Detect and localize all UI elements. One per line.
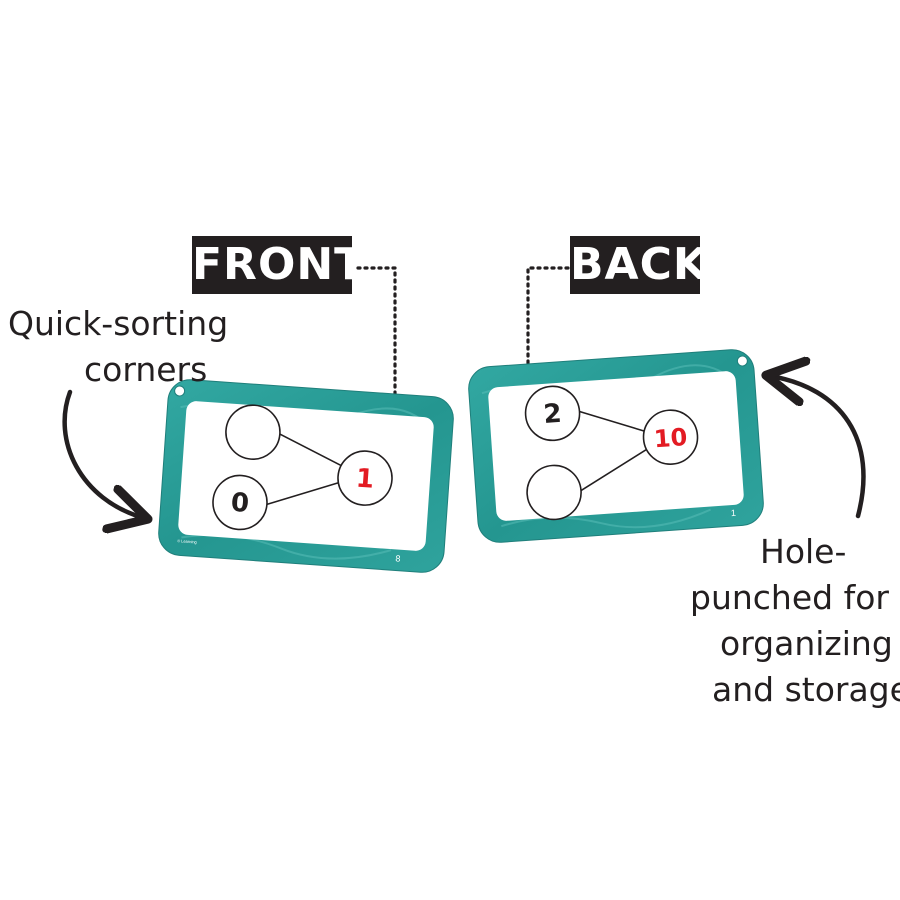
front-card-page-number: 8	[395, 553, 401, 563]
back-bubble-top-value: 2	[543, 399, 563, 430]
curved-arrow-icon	[62, 389, 144, 518]
back-connector-line	[526, 266, 570, 382]
front-bubble-total	[337, 450, 393, 506]
back-card: 2 10 1	[468, 349, 764, 543]
hole-punched-caption-line-2: punched for	[690, 578, 889, 617]
back-bubble-total	[642, 409, 699, 465]
quick-sorting-caption-line-1: Quick-sorting	[8, 304, 229, 343]
back-label: BACK	[570, 236, 707, 294]
back-bubble-total-value: 10	[653, 423, 688, 453]
front-card-hole	[174, 385, 186, 397]
curved-arrow-icon	[770, 376, 866, 519]
front-card: 0 1 © Learning 8	[158, 379, 454, 573]
hole-punched-caption-line-3: organizing	[720, 624, 893, 663]
front-bubble-total-value: 1	[355, 464, 375, 495]
front-card-face	[178, 401, 434, 551]
back-card-page-number: 1	[731, 508, 737, 518]
quick-sorting-caption-line-2: corners	[84, 350, 208, 389]
back-bubble-bottom	[526, 464, 582, 521]
front-bubble-bottom	[212, 474, 268, 531]
back-card-face	[488, 371, 744, 521]
back-card-hole	[736, 355, 748, 367]
front-card-copyright: © Learning	[177, 538, 197, 544]
front-bubble-bottom-value: 0	[230, 488, 250, 519]
hole-punched-caption-line-1: Hole-	[760, 532, 847, 571]
front-label: FRONT	[192, 236, 364, 294]
hole-punched-caption-line-4: and storage	[712, 670, 900, 709]
back-bubble-top	[524, 385, 581, 442]
front-connector-line	[356, 266, 397, 400]
front-bubble-top	[225, 404, 281, 460]
